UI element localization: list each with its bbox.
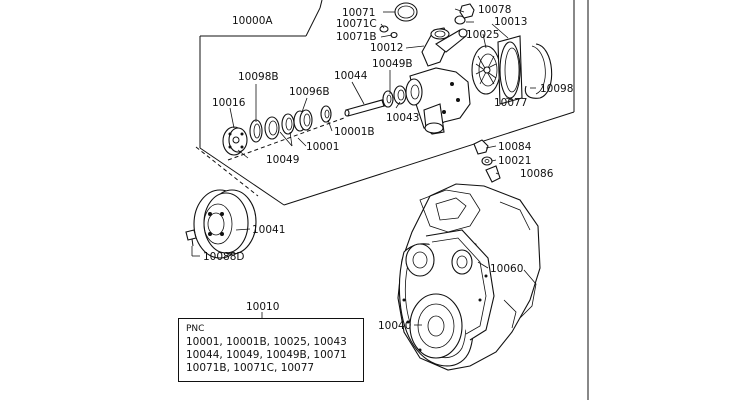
label-10071b: 10071B [336, 31, 377, 43]
label-10001b: 10001B [334, 126, 375, 138]
label-10041: 10041 [252, 224, 285, 236]
label-10001: 10001 [306, 141, 339, 153]
label-10012: 10012 [370, 42, 403, 54]
label-10077: 10077 [494, 97, 527, 109]
nut-10078 [454, 3, 475, 25]
fitting-10071c [379, 25, 389, 33]
pnc-row: 10044, 10049, 10049B, 10071 [186, 349, 347, 361]
bearing-10049b [382, 90, 394, 108]
label-10098b: 10098B [238, 71, 279, 83]
label-10078: 10078 [478, 4, 511, 16]
engine-block-sketch [397, 183, 541, 371]
label-10071c: 10071C [336, 18, 377, 30]
label-10044: 10044 [334, 70, 368, 82]
label-10043: 10043 [386, 112, 419, 124]
flange-10016 [222, 126, 248, 156]
bearing-10049 [264, 113, 295, 140]
label-10049b: 10049B [372, 58, 413, 70]
bolt-10088d [185, 229, 197, 247]
spacer-10096b [293, 109, 313, 132]
bolt-10084 [473, 139, 489, 155]
label-10013: 10013 [494, 16, 527, 28]
pnc-row: 10071B, 10071C, 10077 [186, 362, 315, 374]
label-10025: 10025 [466, 29, 499, 41]
label-10088d: 10088D [203, 251, 245, 263]
ring-10098b [249, 119, 263, 143]
pnc-header: PNC [186, 324, 205, 334]
label-10010: 10010 [246, 301, 279, 313]
label-10060: 10060 [490, 263, 523, 275]
pnc-row: 10001, 10001B, 10025, 10043 [186, 336, 347, 348]
label-10086: 10086 [520, 168, 554, 180]
pulley-axis-line [195, 146, 259, 197]
label-10040: 10040 [378, 320, 411, 332]
assembly-bracket [199, 0, 575, 206]
seal-10001b [320, 105, 332, 123]
washer-10021 [481, 156, 493, 166]
pump-housing-10012 [405, 27, 471, 135]
gasket-10077 [497, 35, 523, 105]
label-10049: 10049 [266, 154, 299, 166]
label-10096b: 10096B [289, 86, 330, 98]
label-10084: 10084 [498, 141, 532, 153]
label-10016: 10016 [212, 97, 246, 109]
label-10000a: 10000A [232, 15, 273, 27]
leader-10001 [297, 137, 307, 147]
bolt-10086 [485, 165, 501, 183]
label-10021: 10021 [498, 155, 531, 167]
impeller-10025 [471, 45, 501, 95]
pnc-box: PNC 10001, 10001B, 10025, 10043 10044, 1… [178, 318, 364, 382]
leader-lines [191, 8, 536, 326]
o-ring-10071 [394, 2, 418, 22]
snap-ring-10098 [524, 43, 553, 99]
pulley-10041 [193, 189, 257, 259]
label-10098: 10098 [540, 83, 573, 95]
seal-10043 [393, 85, 407, 105]
label-10071: 10071 [342, 7, 375, 19]
